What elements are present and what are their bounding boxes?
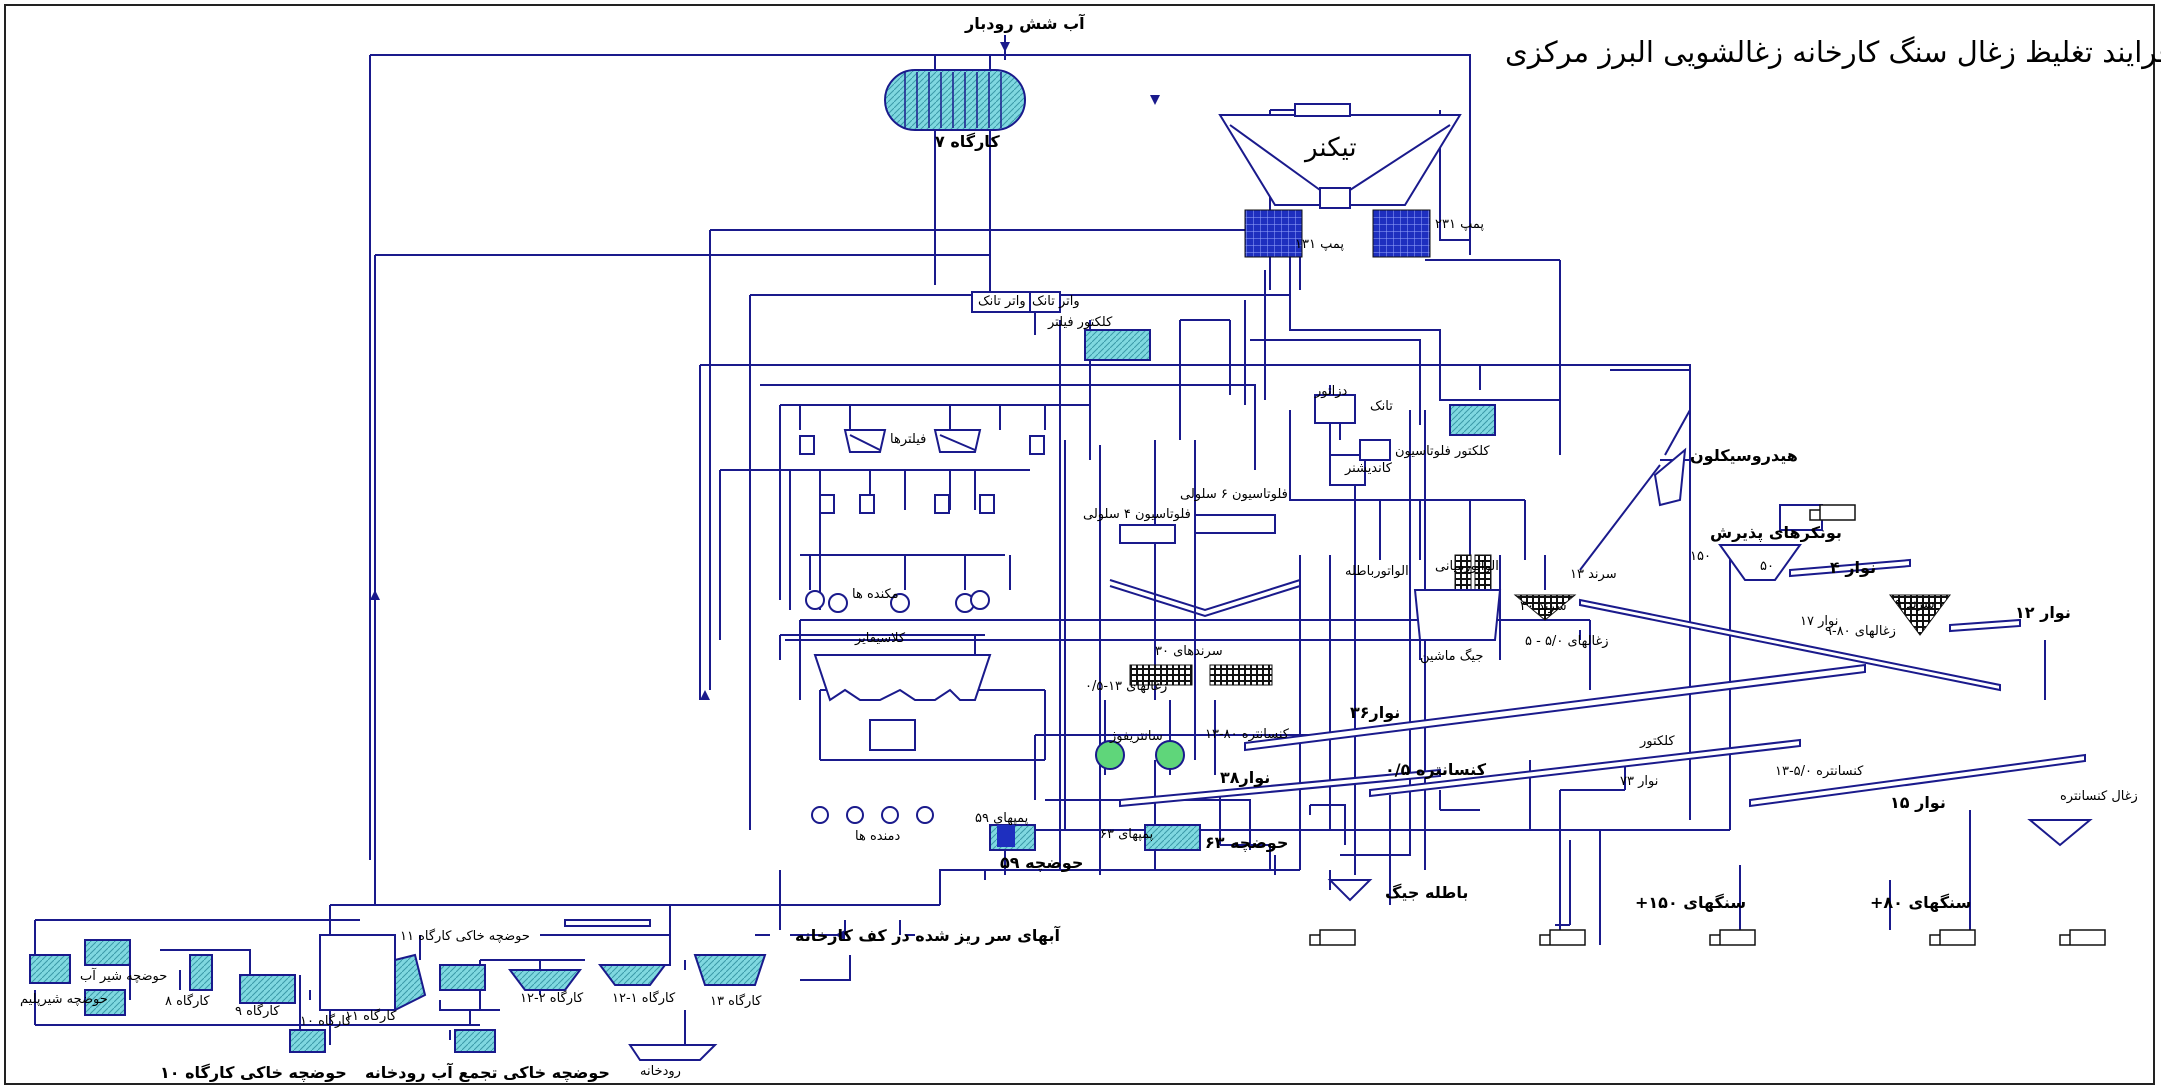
label-stones150: سنگهای ۱۵۰+ — [1635, 895, 1746, 911]
label-classifier: کلاسیفایر — [855, 632, 905, 645]
label-conc-80: کنسانتره ۸۰-۱۳ — [1205, 728, 1289, 741]
label-elevator-tailings: الواتورباطله — [1345, 565, 1409, 578]
label-tank: تانک — [1370, 400, 1393, 413]
label-coal-sieve: زغالهای ۵/۰ - ۵ — [1525, 635, 1609, 648]
label-water-tank-b: واتر تانک — [1032, 295, 1080, 308]
label-flot4: فلوتاسیون ۴ سلولی — [1083, 508, 1191, 521]
label-pump231: پمپ ۲۳۱ — [1435, 218, 1484, 231]
label-screen40: سرند ۴۰ — [1520, 600, 1567, 613]
label-pool-shirpalim: حوضچه شیرپلیم — [20, 993, 108, 1006]
label-pool63: حوضچه ۶۳ — [1205, 835, 1288, 851]
label-river: رودخانه — [640, 1065, 681, 1078]
label-screen13: سرند ۱۳ — [1570, 568, 1617, 581]
label-workshop7: کارگاه ۷ — [935, 134, 1000, 150]
label-receiving-bunkers: بونکرهای پذیرش — [1710, 525, 1842, 541]
label-conc-05: کنسانتره ۰/۵ — [1385, 762, 1486, 778]
label-collector-flot: کلکتور فلوتاسیون — [1395, 445, 1490, 458]
label-workshop9: کارگاه ۹ — [235, 1005, 280, 1018]
label-collector-filter: کلکتور فیلتر — [1048, 316, 1112, 329]
label-hydrocyclone: هیدروسیکلون — [1690, 448, 1798, 464]
label-workshop12-1: کارگاه ۱-۱۲ — [612, 992, 675, 1005]
label-conveyor36: نوار۳۶ — [1350, 705, 1400, 721]
label-workshop13: کارگاه ۱۳ — [710, 995, 762, 1008]
label-jig-tailings: باطله جیگ — [1385, 885, 1468, 901]
label-flot6: فلوتاسیون ۶ سلولی — [1180, 488, 1288, 501]
label-bunker150b: ۱۵۰ — [1690, 550, 1711, 563]
label-coal-set: زغالهای ۱۳-۰/۵ — [1085, 680, 1167, 693]
equipment — [30, 70, 2105, 1060]
label-pool59: حوضچه ۵۹ — [1000, 855, 1083, 871]
label-pool-shirpalim2: حوضچه شیر آب — [80, 970, 167, 983]
label-conc-13: کنسانتره ۵/۰-۱۳ — [1775, 765, 1863, 778]
label-conveyor17: نوار ۱۷ — [1800, 615, 1838, 628]
label-jig-machine: جیگ ماشین — [1420, 650, 1483, 663]
diagram-title: نمودار فرایند تغلیظ زغال سنگ کارخانه زغا… — [1505, 38, 2161, 67]
label-pumps59: پمپهای ۵۹ — [975, 812, 1028, 825]
label-filters: فیلترها — [890, 433, 926, 446]
label-screens-small: سرندهای ۳۰ — [1155, 645, 1223, 658]
label-conveyor12: نوار ۱۲ — [2015, 605, 2071, 621]
label-thickener: تیکنر — [1305, 135, 1357, 161]
label-earth-pool-river: حوضچه خاکی تجمع آب رودخانه — [365, 1065, 610, 1081]
label-earth-pool11: حوضچه خاکی کارگاه ۱۱ — [400, 930, 530, 943]
label-collector-a: کلکتور — [1640, 735, 1675, 748]
label-conditioner: کاندیشنر — [1345, 462, 1392, 475]
label-conc-coal: زغال کنسانتره — [2060, 790, 2138, 803]
label-water-source: آب شش رودبار — [965, 16, 1085, 32]
flow-arrows — [370, 42, 1160, 940]
label-screen9: سرند ۹ — [1895, 598, 1935, 611]
label-conveyor15: نوار ۱۵ — [1890, 795, 1946, 811]
label-vacuum: مکنده ها — [852, 588, 899, 601]
label-workshop11: کارگاه ۱۱ — [345, 1010, 397, 1023]
label-conveyor73: نوار ۷۳ — [1620, 775, 1658, 788]
label-workshop10: کارگاه ۱۰ — [300, 1015, 352, 1028]
label-workshop8: کارگاه ۸ — [165, 995, 210, 1008]
label-conveyor4: نوار ۴ — [1830, 560, 1876, 576]
label-water-tank-a: واتر تانک — [978, 295, 1026, 308]
label-conveyor38: نوار۳۸ — [1220, 770, 1270, 786]
label-earth-pool10: حوضچه خاکی کارگاه ۱۰ — [160, 1065, 347, 1081]
label-reagent: دزاتور — [1315, 385, 1347, 398]
label-workshop12-2: کارگاه ۲-۱۲ — [520, 992, 583, 1005]
label-bunker150: ۵۰ — [1760, 560, 1774, 573]
label-centrifuge: سانتریفوژ — [1110, 730, 1163, 743]
label-overflow-water: آبهای سر ریز شده در کف کارخانه — [795, 928, 1060, 944]
label-pumps63: پمپهای ۶۳ — [1100, 828, 1153, 841]
label-stones80: سنگهای ۸۰+ — [1870, 895, 1971, 911]
label-elevator-middlings: الواتورمیانی — [1435, 560, 1499, 573]
label-pump131: پمپ ۱۳۱ — [1295, 238, 1344, 251]
label-pumps-m: دمنده ها — [855, 830, 900, 843]
